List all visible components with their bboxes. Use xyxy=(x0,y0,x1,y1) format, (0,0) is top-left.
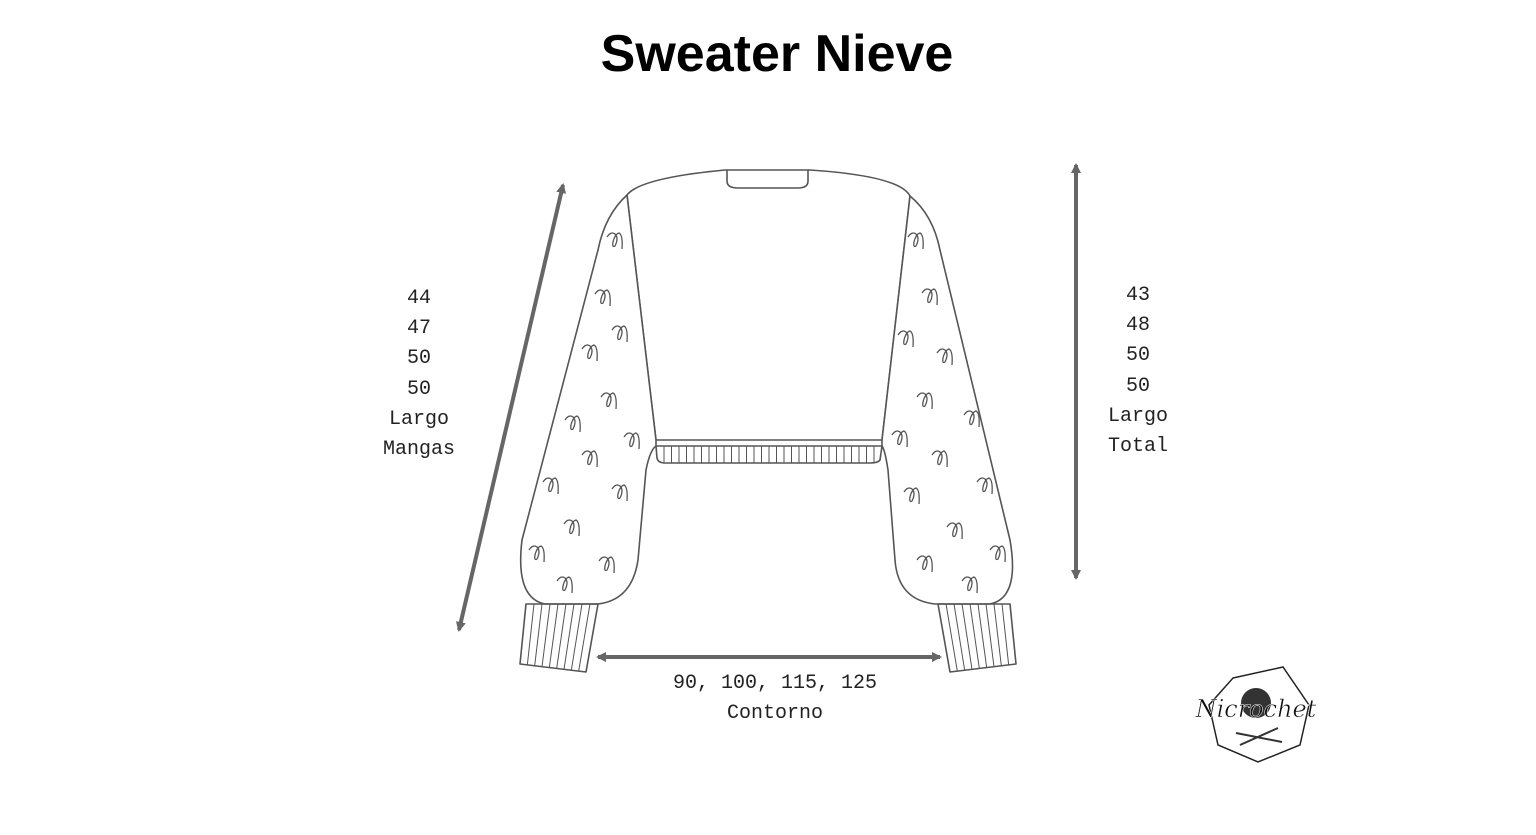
cuff-rib xyxy=(985,603,995,667)
neckline xyxy=(726,170,809,189)
sleeve-motif xyxy=(598,556,615,574)
sleeve-motif xyxy=(963,410,980,428)
cuff-rib xyxy=(548,603,559,668)
sweater-body xyxy=(626,169,911,441)
sleeve-motif xyxy=(564,415,581,433)
cuff-rib xyxy=(578,603,591,672)
sleeve-motif xyxy=(623,432,640,450)
contour-title: Contorno xyxy=(726,702,823,726)
total-size-2: 48 xyxy=(1125,314,1150,338)
sleeve-motif xyxy=(916,392,933,410)
total-size-1: 43 xyxy=(1125,284,1150,307)
sleeve-size-4: 50 xyxy=(406,377,431,401)
page-title: Sweater Nieve xyxy=(600,25,954,83)
cuff-rib xyxy=(556,603,567,669)
cuff-rib xyxy=(993,603,1002,666)
sleeve-length-arrow xyxy=(455,183,567,632)
sleeve-motif xyxy=(961,576,978,594)
sleeve-motif xyxy=(903,487,920,505)
sleeve-motif xyxy=(936,348,953,366)
contour-label: 90, 100, 115, 125 Contorno xyxy=(625,669,925,729)
total-size-3: 50 xyxy=(1125,344,1150,368)
total-label-1: Largo xyxy=(1107,404,1168,428)
sleeve-motif xyxy=(916,555,933,573)
cuff-rib xyxy=(541,603,551,667)
sleeve-motif xyxy=(563,519,580,537)
sleeve-motif xyxy=(907,232,924,250)
cuff-rib xyxy=(977,603,988,668)
nicrochet-logo: Nicrochet xyxy=(1194,666,1317,763)
sleeve-motif xyxy=(611,325,628,343)
right-cuff xyxy=(937,603,1017,673)
cuff-rib xyxy=(961,603,973,670)
total-length-label: 43 48 50 50 Largo Total xyxy=(1088,281,1188,462)
cuff-rib xyxy=(969,603,980,669)
sleeve-size-2: 47 xyxy=(406,317,431,341)
cuff-rib xyxy=(563,603,575,670)
sleeve-motif xyxy=(976,477,993,495)
sleeve-motif xyxy=(606,232,623,250)
cuff-rib xyxy=(570,603,583,671)
total-label-2: Total xyxy=(1107,435,1168,459)
sleeve-motif xyxy=(946,522,963,540)
sleeve-length-label: 44 47 50 50 Largo Mangas xyxy=(369,284,469,465)
total-size-4: 50 xyxy=(1125,374,1150,398)
sleeve-motif xyxy=(897,330,914,348)
cuff-rib xyxy=(945,603,958,672)
left-cuff xyxy=(519,603,599,673)
cuff-rib xyxy=(953,603,966,671)
sleeve-motif xyxy=(921,288,938,306)
cuff-rib xyxy=(534,603,543,666)
cuff-rib xyxy=(526,603,535,665)
sleeve-motif xyxy=(581,344,598,362)
sleeve-motif xyxy=(931,450,948,468)
sleeve-motif xyxy=(600,392,617,410)
sleeve-motif xyxy=(891,430,908,448)
sleeve-size-3: 50 xyxy=(406,347,431,371)
sleeve-motif xyxy=(989,545,1006,563)
cuff-rib xyxy=(1001,603,1010,665)
logo-text: Nicrochet xyxy=(1195,695,1317,723)
sleeve-size-1: 44 xyxy=(406,287,431,310)
sleeve-label-2: Mangas xyxy=(382,438,455,462)
sleeve-motif xyxy=(611,484,628,502)
sleeve-label-1: Largo xyxy=(388,407,449,431)
sleeve-motif xyxy=(594,289,611,307)
sleeve-motif xyxy=(581,450,598,468)
hem-band xyxy=(655,445,883,464)
contour-sizes: 90, 100, 115, 125 xyxy=(672,672,878,695)
